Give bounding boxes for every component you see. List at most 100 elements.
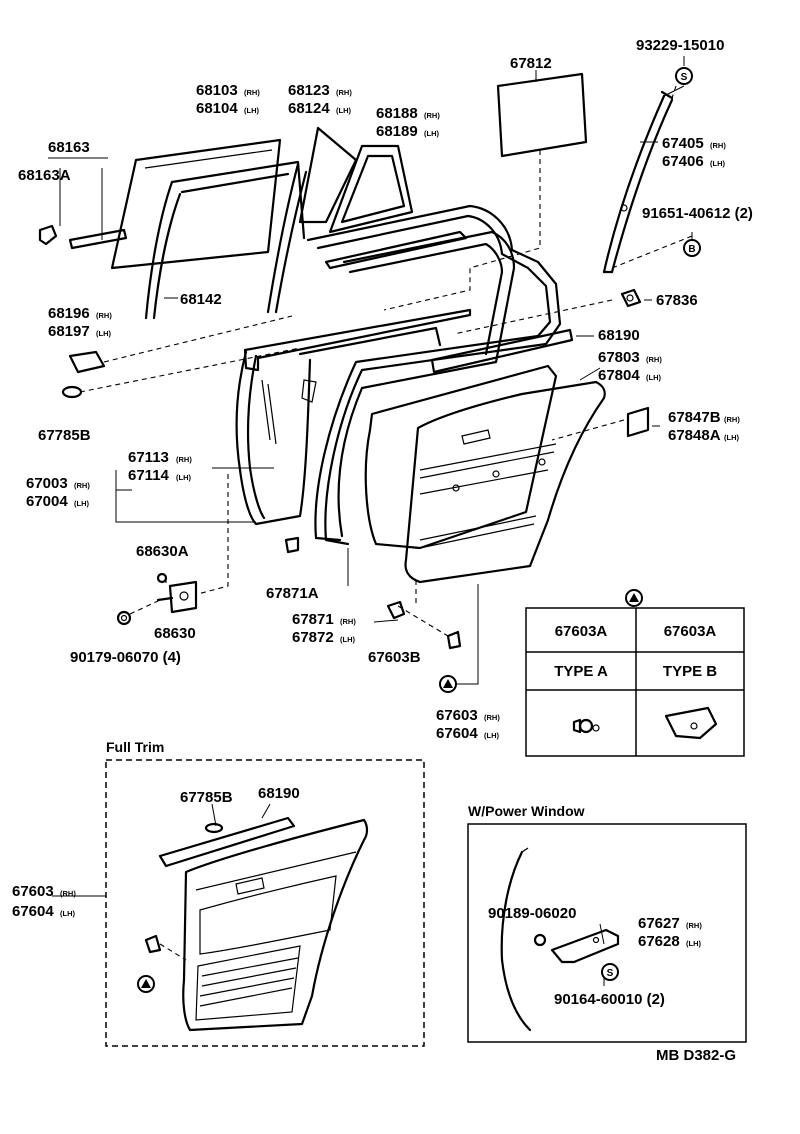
marker-triangle-table bbox=[625, 589, 643, 607]
full-trim-clip bbox=[144, 934, 162, 954]
label-68196: 68196 bbox=[48, 305, 90, 322]
suffix-rh: (RH) bbox=[686, 921, 702, 930]
power-window-section: S bbox=[467, 823, 747, 1043]
full-trim-label-68190: 68190 bbox=[258, 785, 300, 802]
glass-run-channel bbox=[144, 160, 306, 320]
section-title-power-window: W/Power Window bbox=[468, 803, 585, 819]
bolt bbox=[116, 610, 132, 626]
outer-belt-weatherstrip bbox=[68, 228, 128, 250]
label-67405: 67405 bbox=[662, 135, 704, 152]
full-trim-label-67604: 67604 bbox=[12, 903, 54, 920]
full-trim-label-67603: 67603 bbox=[12, 883, 54, 900]
label-67406: 67406 bbox=[662, 153, 704, 170]
door-panel bbox=[235, 308, 472, 526]
label-67603b: 67603B bbox=[368, 649, 421, 666]
label-68124: 68124 bbox=[288, 100, 330, 117]
belt-clip bbox=[38, 224, 58, 246]
suffix-rh: (RH) bbox=[96, 311, 112, 320]
quarter-glass bbox=[298, 126, 358, 224]
clip-type-b-drawing bbox=[664, 706, 718, 740]
full-trim-section bbox=[105, 759, 425, 1047]
label-67871: 67871 bbox=[292, 611, 334, 628]
suffix-rh: (RH) bbox=[724, 415, 740, 424]
suffix-rh: (RH) bbox=[424, 111, 440, 120]
power-window-label-67627: 67627 bbox=[638, 915, 680, 932]
section-title-full-trim: Full Trim bbox=[106, 739, 164, 755]
full-trim-triangle-marker bbox=[137, 975, 155, 993]
label-67604: 67604 bbox=[436, 725, 478, 742]
label-67847b: 67847B bbox=[668, 409, 721, 426]
table-col1-type: TYPE A bbox=[554, 663, 608, 680]
power-window-label-67628: 67628 bbox=[638, 933, 680, 950]
label-68630a: 68630A bbox=[136, 543, 189, 560]
suffix-rh: (RH) bbox=[484, 713, 500, 722]
service-hole-cover bbox=[496, 72, 588, 158]
label-68103: 68103 bbox=[196, 82, 238, 99]
suffix-rh: (RH) bbox=[646, 355, 662, 364]
table-col2-type: TYPE B bbox=[663, 663, 717, 680]
suffix-lh: (LH) bbox=[336, 106, 351, 115]
power-window-nut bbox=[533, 933, 547, 947]
trim-clip bbox=[386, 600, 406, 620]
label-67785b: 67785B bbox=[38, 427, 91, 444]
power-window-label-90164: 90164-60010 (2) bbox=[554, 991, 665, 1008]
label-68163: 68163 bbox=[48, 139, 90, 156]
suffix-lh: (LH) bbox=[176, 473, 191, 482]
label-67836: 67836 bbox=[656, 292, 698, 309]
suffix-rh: (RH) bbox=[336, 88, 352, 97]
hole-plug bbox=[61, 385, 83, 399]
label-67114: 67114 bbox=[128, 467, 170, 484]
label-68142: 68142 bbox=[180, 291, 222, 308]
label-67803: 67803 bbox=[598, 349, 640, 366]
inner-weatherstrip bbox=[337, 230, 516, 538]
trim-clip-pin bbox=[446, 630, 462, 650]
label-67603: 67603 bbox=[436, 707, 478, 724]
suffix-lh: (LH) bbox=[710, 159, 725, 168]
suffix-lh: (LH) bbox=[484, 731, 499, 740]
weatherstrip-clip bbox=[284, 536, 300, 554]
marker-letter: B bbox=[688, 244, 695, 255]
full-trim-label-67785b: 67785B bbox=[180, 789, 233, 806]
door-check-bolt bbox=[156, 572, 168, 584]
inner-belt-moulding bbox=[430, 328, 574, 374]
label-68190: 68190 bbox=[598, 327, 640, 344]
label-68163a: 68163A bbox=[18, 167, 71, 184]
suffix-lh: (LH) bbox=[424, 129, 439, 138]
door-check bbox=[156, 580, 198, 614]
label-90179-06070: 90179-06070 (4) bbox=[70, 649, 181, 666]
door-hinge-cover bbox=[68, 350, 106, 374]
suffix-lh: (LH) bbox=[74, 499, 89, 508]
label-67004: 67004 bbox=[26, 493, 68, 510]
suffix-rh: (RH) bbox=[340, 617, 356, 626]
marker-s-top: S bbox=[675, 67, 693, 85]
suffix-rh: (RH) bbox=[176, 455, 192, 464]
division-bar bbox=[266, 162, 308, 314]
marker-s-power-window: S bbox=[601, 963, 619, 981]
diagram-code: MB D382-G bbox=[656, 1047, 736, 1064]
table-col1-part: 67603A bbox=[555, 623, 608, 640]
marker-triangle-main bbox=[439, 675, 457, 693]
power-window-bracket bbox=[550, 928, 620, 964]
marker-b: B bbox=[683, 239, 701, 257]
clip-variant-table: 67603A 67603A TYPE A TYPE B bbox=[525, 607, 745, 757]
suffix-lh: (LH) bbox=[646, 373, 661, 382]
label-67113: 67113 bbox=[128, 449, 169, 466]
table-col2-part: 67603A bbox=[664, 623, 717, 640]
label-68123: 68123 bbox=[288, 82, 330, 99]
suffix-lh: (LH) bbox=[724, 433, 739, 442]
grommet bbox=[620, 288, 642, 308]
trim-back-panel bbox=[364, 364, 558, 550]
label-68188: 68188 bbox=[376, 105, 418, 122]
label-67003: 67003 bbox=[26, 475, 68, 492]
quarter-window-run bbox=[328, 144, 414, 234]
label-67871a: 67871A bbox=[266, 585, 319, 602]
window-frame-moulding bbox=[602, 90, 674, 274]
label-68104: 68104 bbox=[196, 100, 238, 117]
door-glass bbox=[110, 138, 282, 270]
label-68189: 68189 bbox=[376, 123, 418, 140]
label-68197: 68197 bbox=[48, 323, 90, 340]
marker-letter: S bbox=[681, 72, 688, 83]
suffix-lh: (LH) bbox=[686, 939, 701, 948]
